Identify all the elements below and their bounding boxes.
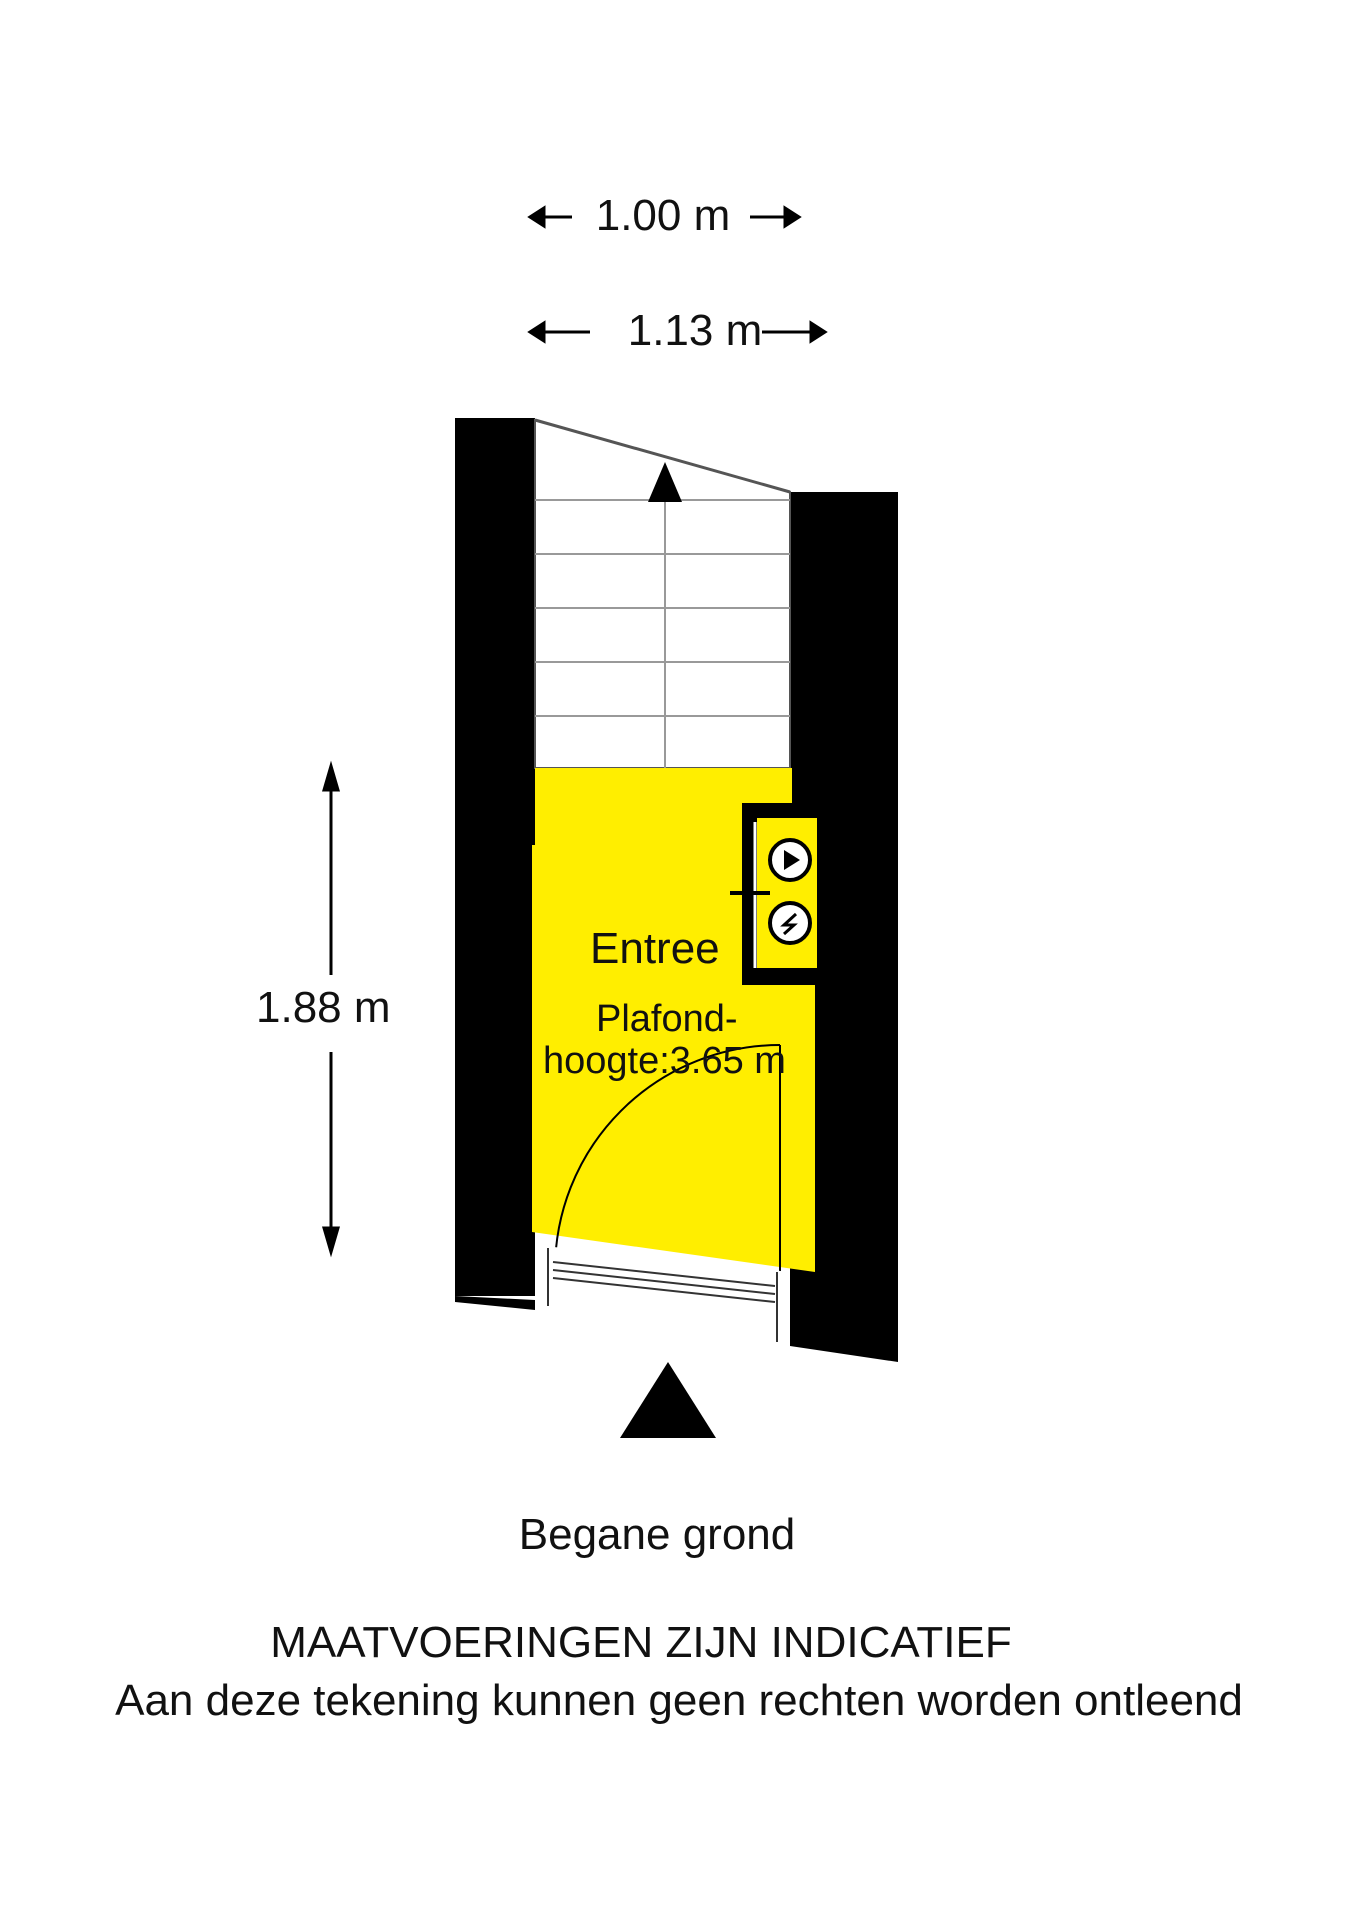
disclaimer-heading: MAATVOERINGEN ZIJN INDICATIEF xyxy=(270,1618,1012,1667)
door-threshold xyxy=(535,1245,790,1346)
wall-left xyxy=(455,418,535,1296)
dimension-arrow-width-inner xyxy=(527,205,802,229)
dimension-width-outer: 1.13 m xyxy=(627,306,763,355)
gas-meter-icon xyxy=(768,838,812,882)
entrance-door xyxy=(554,1044,781,1276)
disclaimer-text: Aan deze tekening kunnen geen rechten wo… xyxy=(115,1676,1243,1725)
ceiling-height-label-line1: Plafond- xyxy=(596,998,738,1040)
dimension-arrow-width-outer xyxy=(527,320,828,344)
wall-bottom-left xyxy=(455,1296,535,1310)
dimension-arrow-length xyxy=(322,760,340,1258)
triangle-up-icon xyxy=(620,1362,716,1438)
room-entree xyxy=(532,768,815,1272)
staircase xyxy=(534,418,791,769)
ceiling-height-label-line2: hoogte:3.65 m xyxy=(543,1040,786,1082)
wall-right xyxy=(790,492,898,1362)
arrow-up-icon xyxy=(648,462,682,502)
meter-cupboard xyxy=(730,803,820,985)
walls xyxy=(455,418,898,1362)
room-label: Entree xyxy=(590,924,720,973)
dimension-length: 1.88 m xyxy=(256,983,391,1032)
dimension-width-inner: 1.00 m xyxy=(595,191,731,240)
floor-title: Begane grond xyxy=(518,1510,796,1559)
electric-meter-icon xyxy=(768,901,812,945)
